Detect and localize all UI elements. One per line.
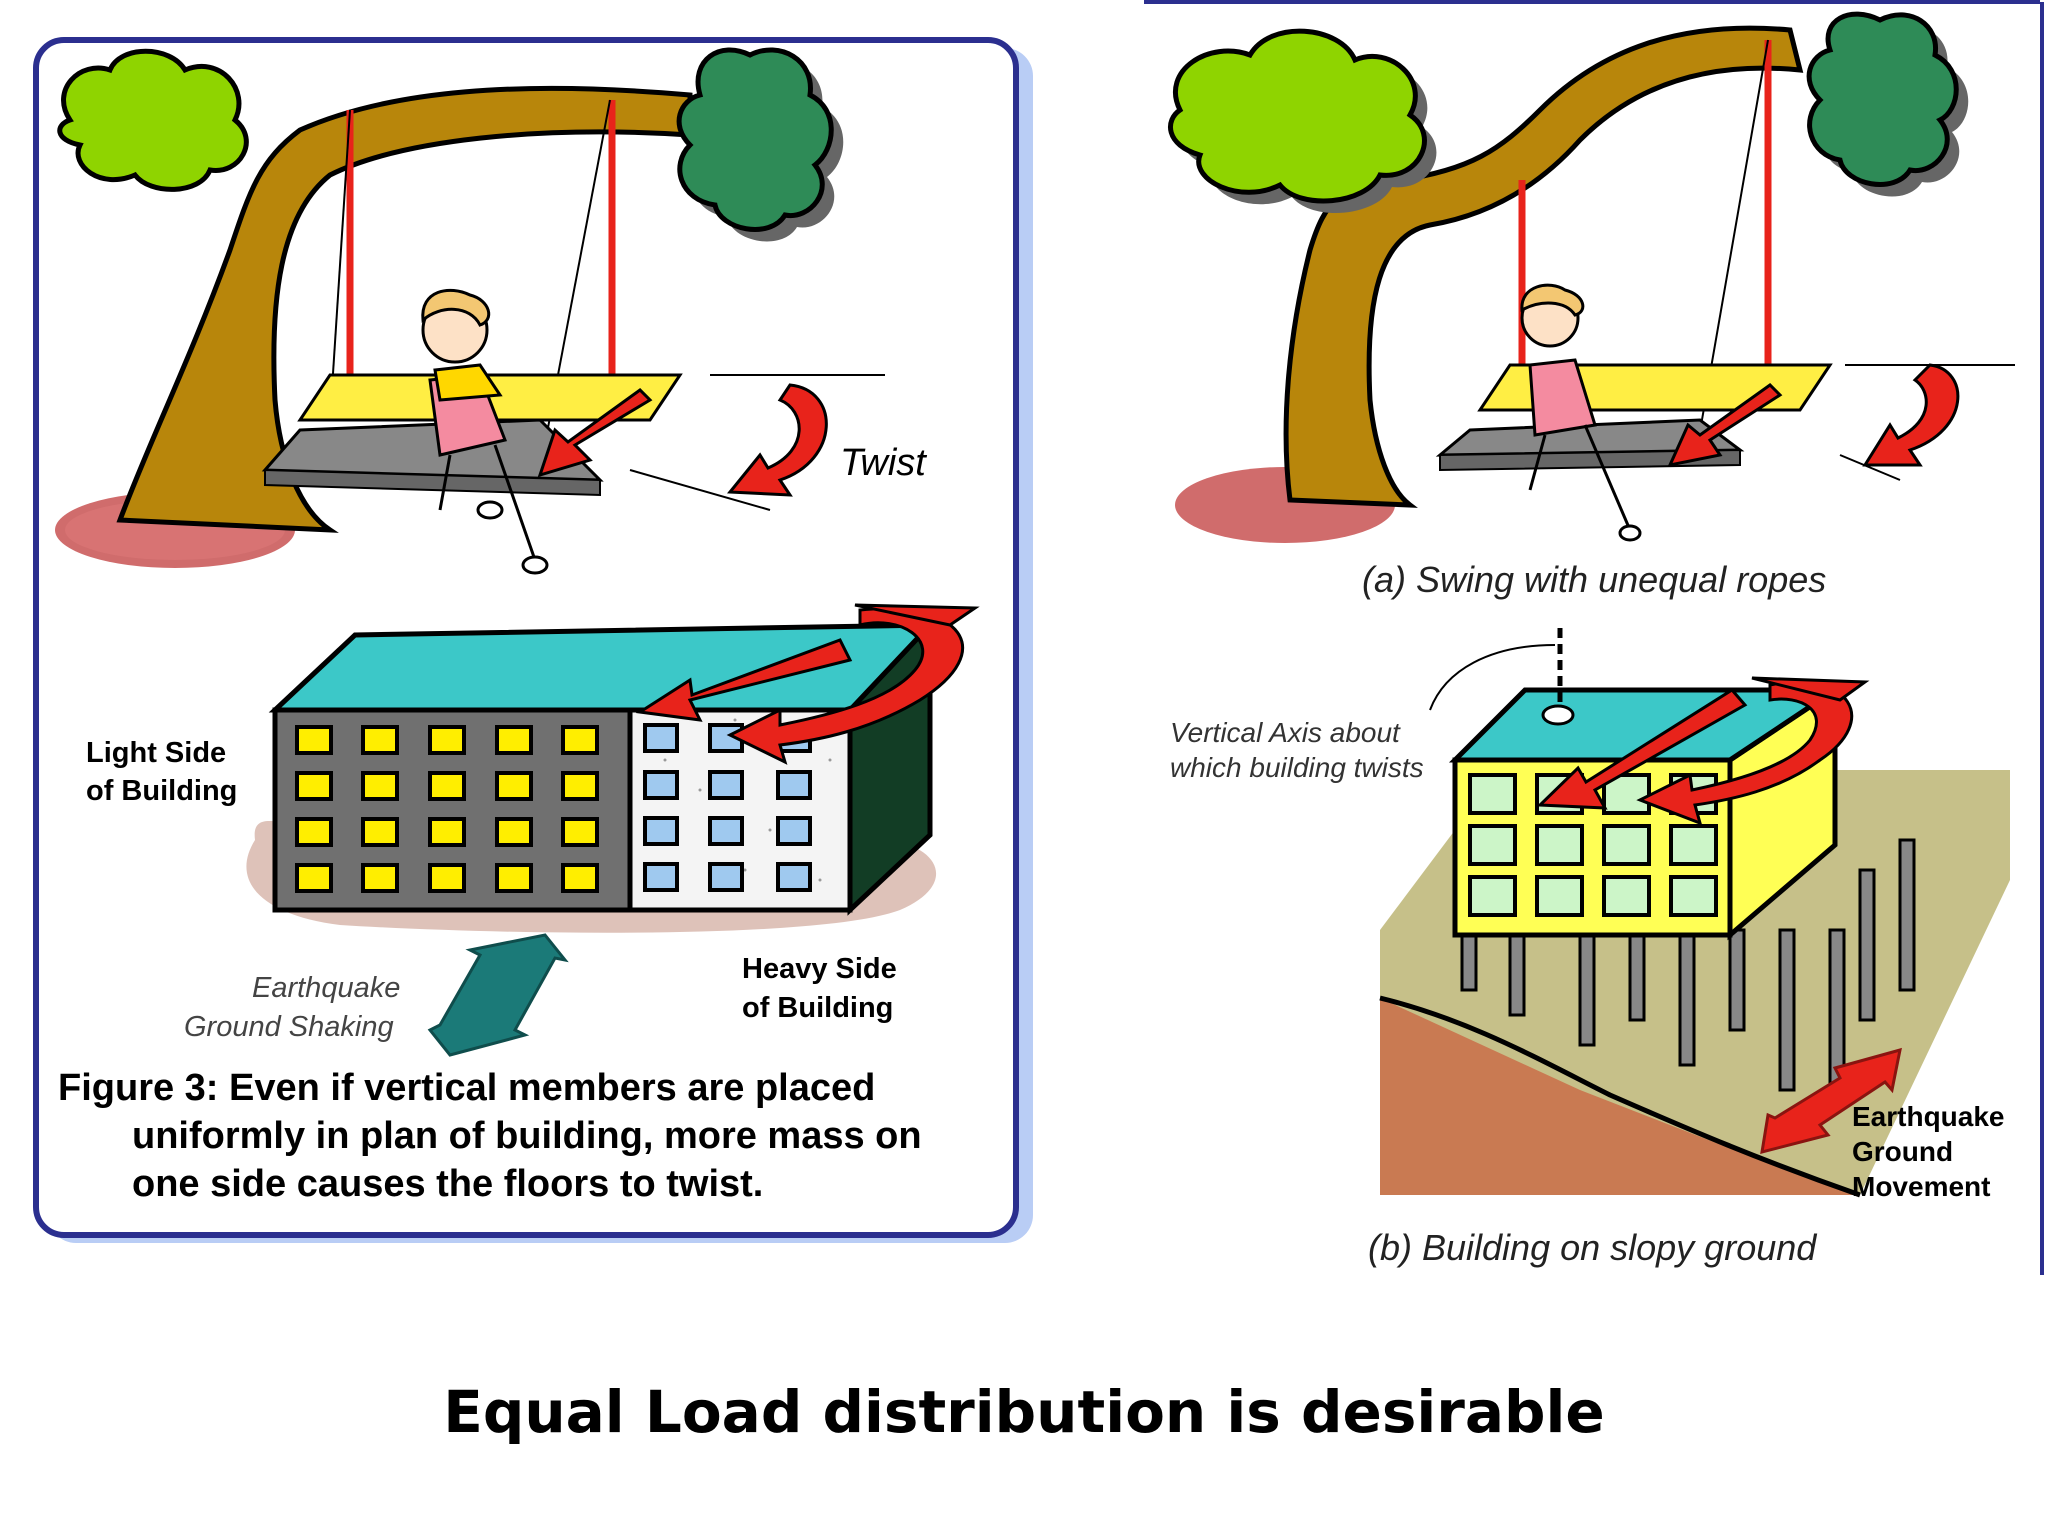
quake-label-right-3: Movement xyxy=(1852,1171,1990,1202)
figure-caption-line1: Figure 3: Even if vertical members are p… xyxy=(58,1067,875,1109)
child-figure-right xyxy=(1520,283,1642,542)
twist-arrow-building-1 xyxy=(635,638,853,722)
twist-arrow-curved xyxy=(726,383,828,497)
right-figure: (a) Swing with unequal ropes Vertical Ax… xyxy=(1144,0,2044,1275)
ground-slope-soil xyxy=(1380,998,1860,1195)
foliage-right xyxy=(676,47,844,242)
tree-trunk xyxy=(116,85,693,533)
axis-label-2: which building twists xyxy=(1170,752,1424,783)
foliage-left xyxy=(57,48,249,192)
axis-label-1: Vertical Axis about xyxy=(1170,717,1401,748)
axis-point xyxy=(1541,704,1575,726)
caption-a: (a) Swing with unequal ropes xyxy=(1362,559,1826,600)
child-figure xyxy=(421,288,549,575)
windows-green xyxy=(1468,773,1718,917)
caption-b: (b) Building on slopy ground xyxy=(1368,1227,1817,1268)
left-figure: Twist Light Side of Building Heavy Side … xyxy=(33,37,1033,1243)
quake-label-right-2: Ground xyxy=(1852,1136,1953,1167)
twist-label: Twist xyxy=(840,442,927,484)
earthquake-arrow xyxy=(427,933,569,1057)
earthquake-arrow-right xyxy=(1760,1047,1902,1155)
stilts xyxy=(1460,838,1916,1102)
building-roof xyxy=(268,622,936,713)
tree-trunk-right xyxy=(1283,25,1804,508)
figure-caption-line3: one side causes the floors to twist. xyxy=(132,1163,763,1205)
quake-label-2: Ground Shaking xyxy=(184,1011,394,1043)
twist-arrow-building-right-1 xyxy=(1536,688,1748,810)
windows-yellow xyxy=(295,725,599,893)
figure-caption-line2: uniformly in plan of building, more mass… xyxy=(132,1115,922,1157)
twist-arrow-swing-right xyxy=(1667,383,1783,468)
quake-label-1: Earthquake xyxy=(252,972,400,1004)
light-side-label-1: Light Side xyxy=(86,737,226,769)
heavy-side-label-1: Heavy Side xyxy=(742,953,897,985)
heavy-side-label-2: of Building xyxy=(742,992,893,1024)
quake-label-right-1: Earthquake xyxy=(1852,1101,2005,1132)
twist-arrow-curved-right xyxy=(1862,363,1960,467)
light-side-label-2: of Building xyxy=(86,775,237,807)
twist-arrow-swing xyxy=(537,388,653,478)
twist-arrow-building-2 xyxy=(726,607,964,765)
slide-title: Equal Load distribution is desirable xyxy=(443,1378,1605,1446)
